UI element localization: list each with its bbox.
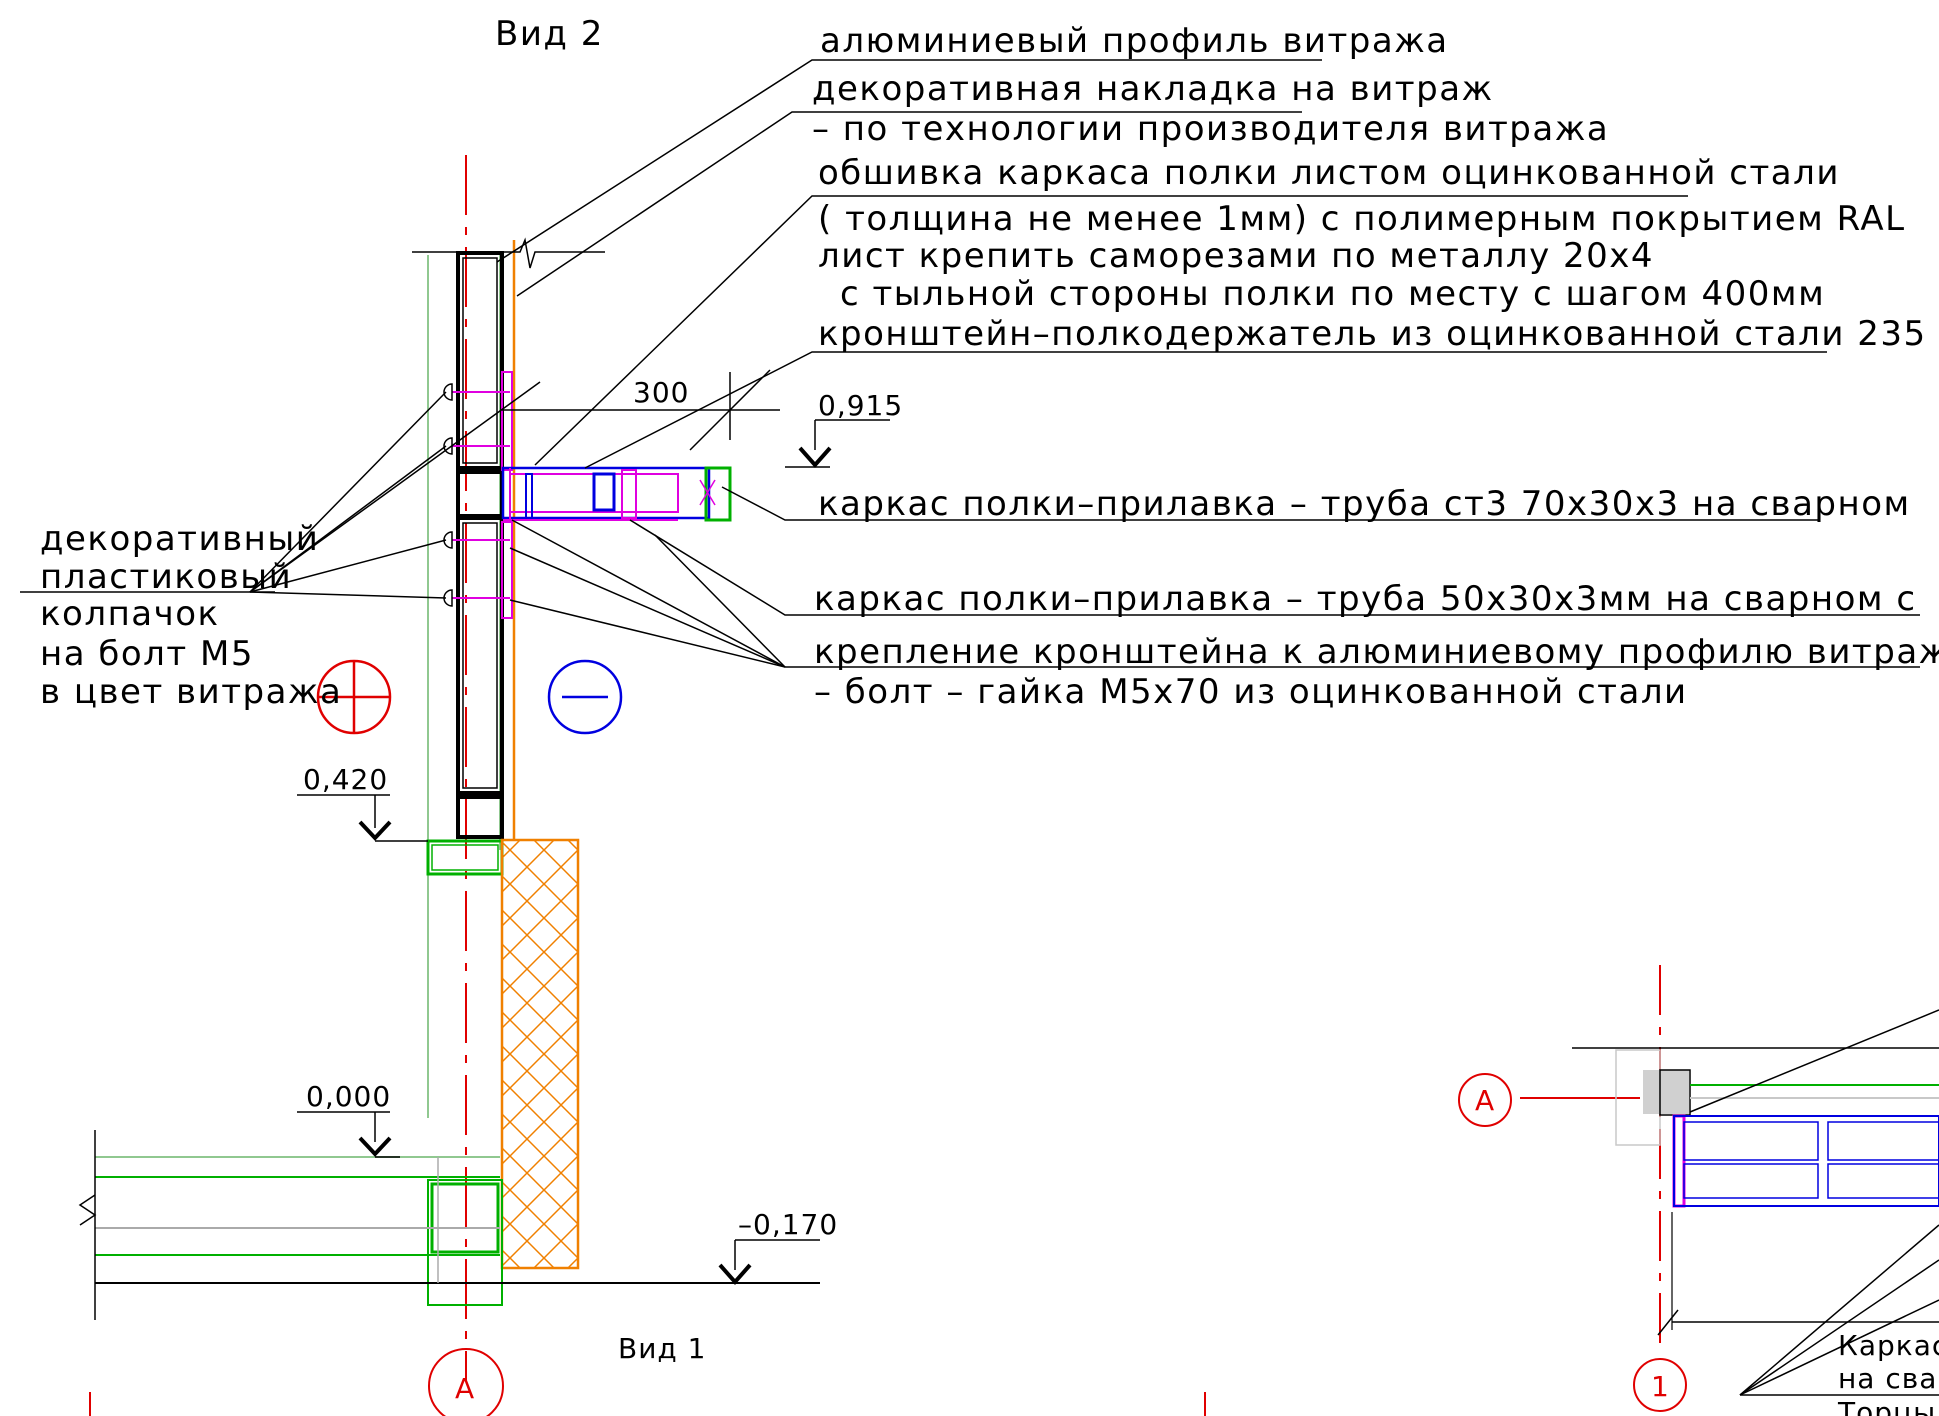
bolt-caps <box>450 371 513 619</box>
insulation-block <box>500 838 580 1270</box>
left-leader-lines <box>20 381 541 599</box>
level-mark-floor: 0,000 <box>297 1080 400 1158</box>
note-line: обшивка каркаса полки листом оцинкованно… <box>818 153 1840 193</box>
left-note-texts: декоративный пластиковый колпачок на бол… <box>40 519 342 712</box>
left-note-line: на болт М5 <box>40 634 254 674</box>
left-note-line: колпачок <box>40 594 220 634</box>
note-line: – по технологии производителя витража <box>812 109 1609 149</box>
detail-note-line: на сва <box>1838 1362 1937 1395</box>
detail-note-line: Торцы <box>1837 1396 1936 1416</box>
left-note-line: пластиковый <box>40 557 292 597</box>
note-line: кронштейн–полкодержатель из оцинкованной… <box>818 314 1927 354</box>
axis-bubble-main-label: А <box>455 1372 475 1405</box>
left-note-line: в цвет витража <box>40 672 342 712</box>
shelf-bracket <box>501 466 732 522</box>
note-line: – болт – гайка М5х70 из оцинкованной ста… <box>814 672 1688 712</box>
level-mark-shelf: 0,915 <box>785 389 903 469</box>
note-line: алюминиевый профиль витража <box>820 21 1449 61</box>
note-line: каркас полки–прилавка – труба ст3 70х30х… <box>818 484 1911 524</box>
axis-bubble-number <box>1633 1358 1687 1412</box>
view-title-top: Вид 2 <box>495 14 604 54</box>
glazing-transom <box>456 470 504 518</box>
axis-bubble-detail-label: А <box>1475 1084 1495 1117</box>
dimension-shelf-depth: 300 <box>502 369 780 451</box>
axis-bubble-number-label: 1 <box>1651 1370 1670 1403</box>
plus-sign-marker <box>316 659 392 735</box>
note-line: с тыльной стороны полки по месту с шагом… <box>840 274 1825 314</box>
axis-bubble-main <box>428 1348 504 1416</box>
note-line: лист крепить саморезами по металлу 20х4 <box>818 236 1654 276</box>
left-note-line: декоративный <box>40 519 319 559</box>
detail-note-line: Каркас <box>1838 1329 1939 1362</box>
level-mark-ground: –0,170 <box>718 1208 838 1286</box>
foundation-profile <box>427 1179 503 1306</box>
level-mark-sill: 0,420 <box>297 763 428 842</box>
glazing-profile-upper <box>456 251 504 470</box>
view-title-bottom: Вид 1 <box>618 1332 706 1365</box>
level-ground-value: –0,170 <box>738 1208 838 1241</box>
annotation-texts: алюминиевый профиль витража декоративная… <box>812 21 1939 712</box>
leader-lines <box>496 59 1920 668</box>
note-line: ( толщина не менее 1мм) с полимерным пок… <box>818 199 1906 239</box>
wall-section: А <box>78 155 820 1416</box>
level-floor-value: 0,000 <box>306 1080 391 1113</box>
axis-bubble-detail <box>1458 1073 1512 1127</box>
level-sill-value: 0,420 <box>303 763 388 796</box>
note-line: крепление кронштейна к алюминиевому проф… <box>814 632 1939 672</box>
glazing-profile-lower <box>456 516 504 795</box>
note-line: каркас полки–прилавка – труба 50х30х3мм … <box>814 579 1917 619</box>
dimension-value: 300 <box>633 376 689 409</box>
minus-sign-marker <box>547 659 623 735</box>
level-shelf-value: 0,915 <box>818 389 903 422</box>
glazing-base-block <box>456 795 504 839</box>
note-line: декоративная накладка на витраж <box>812 69 1494 109</box>
detail-fragment: А 1 Каркас на сва Торцы <box>1458 965 1939 1416</box>
